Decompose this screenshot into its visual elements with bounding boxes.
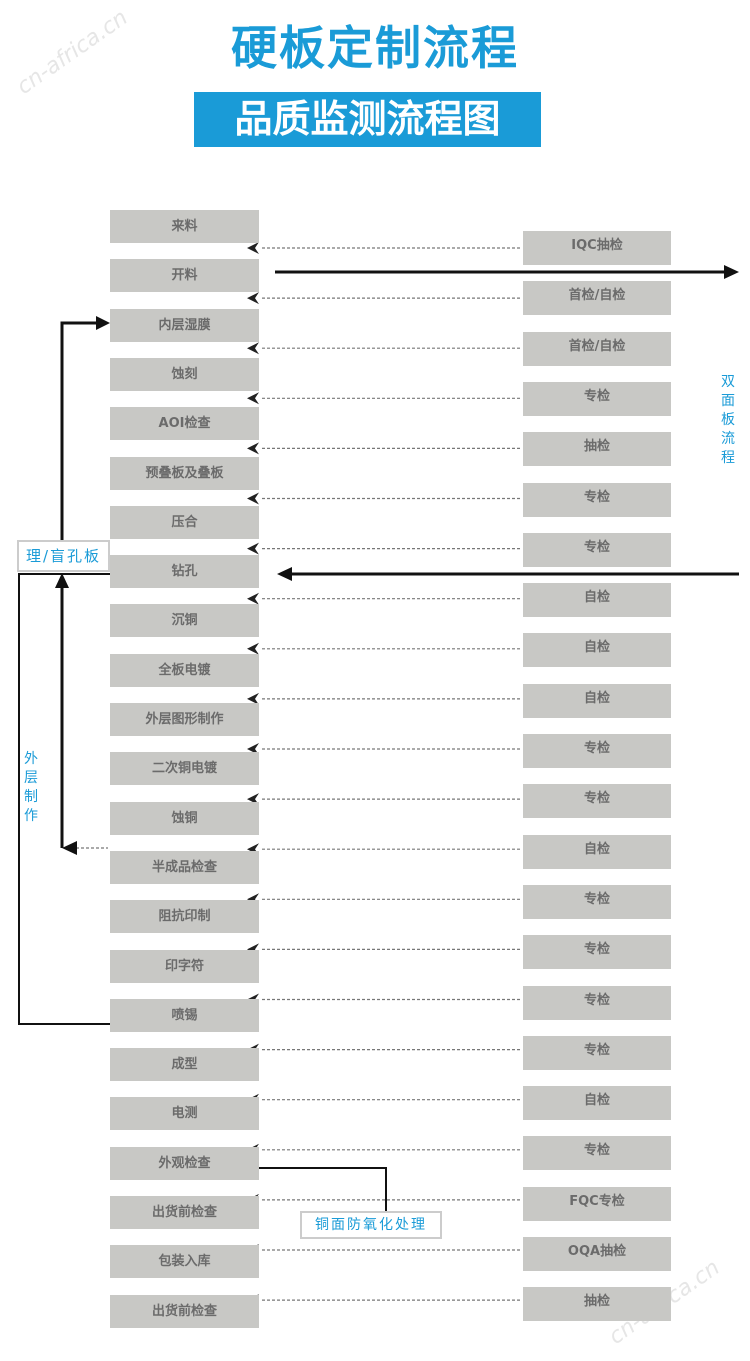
- inspection-step: 自检: [523, 583, 671, 618]
- outer-layer-label: 外层制作: [24, 751, 38, 824]
- inspection-step: 自检: [523, 633, 671, 668]
- inspection-step: 抽检: [523, 1287, 671, 1322]
- outer-loop-line: [18, 573, 110, 1025]
- blind-hole-note: 理/盲孔板: [17, 540, 110, 572]
- inspection-step: 专检: [523, 935, 671, 970]
- process-step: 外观检查: [110, 1146, 259, 1180]
- process-step: 外层图形制作: [110, 703, 259, 736]
- arrow-left-icon: [62, 841, 77, 855]
- chevron-left-icon: [247, 442, 259, 455]
- process-step: 喷锡: [110, 998, 259, 1032]
- inspection-step: 专检: [523, 884, 671, 919]
- process-step: 沉铜: [110, 604, 259, 638]
- process-step: 阻抗印制: [110, 900, 259, 934]
- inspection-step: 自检: [523, 1086, 671, 1121]
- process-step: 印字符: [110, 949, 259, 983]
- chevron-left-icon: [247, 342, 259, 355]
- inspection-step: 专检: [523, 482, 671, 517]
- process-step: 开料: [110, 259, 259, 293]
- process-step: 出货前检查: [110, 1196, 259, 1229]
- process-step: 内层湿膜: [110, 308, 259, 342]
- inspection-step: 自检: [523, 683, 671, 718]
- page-title: 硬板定制流程: [231, 21, 519, 75]
- chevron-left-icon: [247, 642, 259, 655]
- process-step: 钻孔: [110, 555, 259, 589]
- chevron-left-icon: [247, 592, 259, 605]
- chevron-left-icon: [247, 392, 259, 405]
- process-step: 电测: [110, 1097, 259, 1131]
- process-step: 蚀铜: [110, 801, 259, 835]
- process-step: 出货前检查: [110, 1294, 259, 1328]
- process-step: 预叠板及叠板: [110, 456, 259, 490]
- chevron-left-icon: [247, 743, 259, 755]
- process-step: 成型: [110, 1048, 259, 1082]
- arrow-right-icon: [724, 265, 739, 279]
- inspection-step: 自检: [523, 834, 671, 869]
- inspection-step: 专检: [523, 784, 671, 819]
- arrow-right-icon: [96, 316, 110, 330]
- inspection-step: 抽检: [523, 432, 671, 467]
- process-step: 来料: [110, 210, 259, 243]
- anti-oxidation-line: [259, 1167, 387, 1211]
- process-step: 半成品检查: [110, 850, 259, 884]
- chevron-left-icon: [247, 542, 259, 555]
- inspection-step: 专检: [523, 985, 671, 1020]
- process-step: AOI检查: [110, 407, 259, 441]
- arrow-left-icon: [277, 567, 292, 581]
- inspection-step: 专检: [523, 1035, 671, 1070]
- inspection-step: FQC专检: [523, 1186, 671, 1221]
- inspection-step: OQA抽检: [523, 1237, 671, 1271]
- chevron-left-icon: [247, 242, 259, 254]
- inspection-step: 首检/自检: [523, 281, 671, 316]
- inspection-step: 首检/自检: [523, 331, 671, 366]
- process-step: 全板电镀: [110, 653, 259, 687]
- process-step: 二次铜电镀: [110, 752, 259, 786]
- inspection-step: 专检: [523, 734, 671, 768]
- process-step: 蚀刻: [110, 357, 259, 391]
- chevron-left-icon: [247, 492, 259, 505]
- chevron-left-icon: [247, 692, 259, 705]
- process-step: 包装入库: [110, 1245, 259, 1279]
- arrow-up-icon: [55, 573, 69, 588]
- blind-hole-loop-line: [60, 321, 98, 540]
- inspection-step: IQC抽检: [523, 231, 671, 265]
- inspection-step: 专检: [523, 381, 671, 416]
- chevron-left-icon: [247, 292, 259, 305]
- process-step: 压合: [110, 505, 259, 539]
- anti-oxidation-note: 铜面防氧化处理: [300, 1211, 442, 1239]
- page-subtitle: 品质监测流程图: [194, 92, 541, 147]
- double-sided-label: 双面板流程: [721, 374, 735, 466]
- inspection-step: 专检: [523, 1136, 671, 1171]
- inspection-step: 专检: [523, 532, 671, 567]
